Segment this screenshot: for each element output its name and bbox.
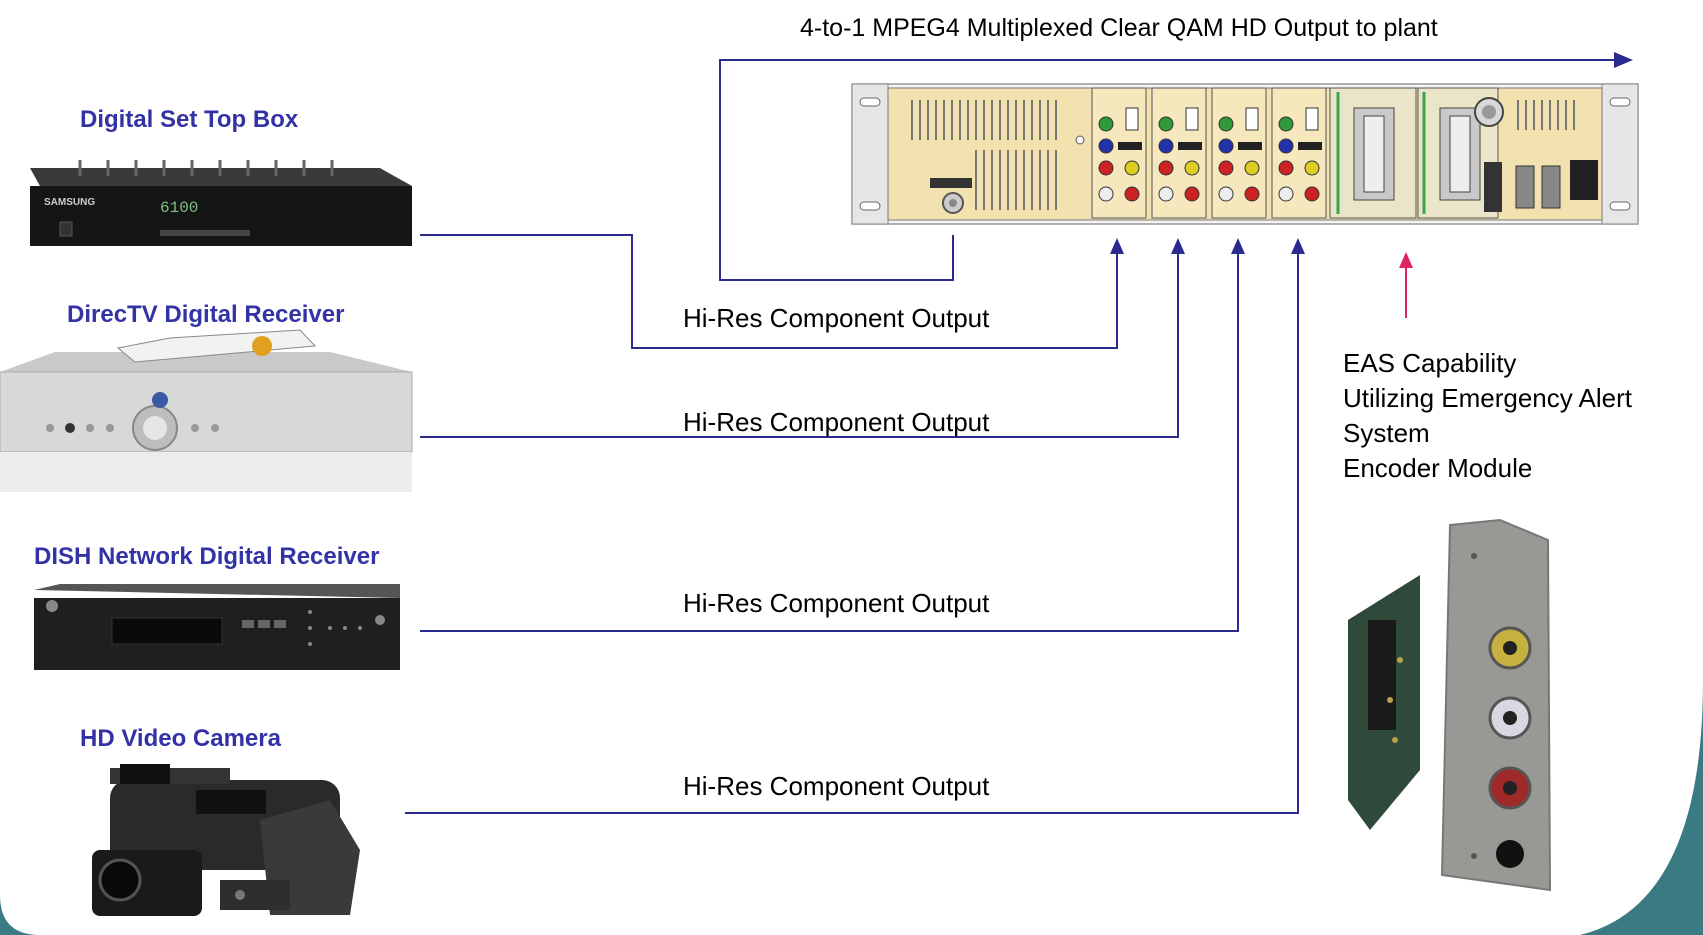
connection-label-2: Hi-Res Component Output bbox=[683, 407, 990, 437]
eas-line-2: Utilizing Emergency Alert bbox=[1343, 383, 1632, 413]
device-title-camera: HD Video Camera bbox=[80, 725, 281, 752]
eas-description: EAS Capability Utilizing Emergency Alert… bbox=[1343, 346, 1703, 486]
input-module-3 bbox=[1211, 87, 1267, 219]
input-module-1 bbox=[1091, 87, 1147, 219]
device-title-directv: DirecTV Digital Receiver bbox=[67, 301, 345, 328]
frame-corner-bottom-left bbox=[0, 895, 40, 935]
eas-encoder-module-image bbox=[1348, 518, 1552, 892]
eas-line-1: EAS Capability bbox=[1343, 348, 1517, 378]
connection-label-1: Hi-Res Component Output bbox=[683, 303, 990, 333]
input-module-4 bbox=[1271, 87, 1327, 219]
eas-line-3: System bbox=[1343, 418, 1430, 448]
dish-receiver-image bbox=[34, 584, 400, 670]
arrowhead-3 bbox=[1231, 238, 1245, 254]
set-top-box-display: 6100 bbox=[160, 199, 198, 217]
connection-label-4: Hi-Res Component Output bbox=[683, 771, 990, 801]
frame-edge-right bbox=[1580, 680, 1703, 935]
connection-line-2 bbox=[420, 245, 1179, 438]
connection-line-1 bbox=[420, 234, 1118, 349]
connection-lines bbox=[405, 59, 1620, 814]
connection-label-3: Hi-Res Component Output bbox=[683, 588, 990, 618]
device-title-dish: DISH Network Digital Receiver bbox=[34, 543, 380, 570]
hd-camera-image bbox=[92, 764, 360, 916]
connection-line-4 bbox=[405, 245, 1299, 814]
top-output-label: 4-to-1 MPEG4 Multiplexed Clear QAM HD Ou… bbox=[800, 14, 1438, 42]
output-line bbox=[719, 59, 1620, 281]
input-module-2 bbox=[1151, 87, 1207, 219]
set-top-box-brand: SAMSUNG bbox=[44, 197, 95, 208]
output-arrowhead bbox=[1614, 52, 1633, 68]
arrowhead-2 bbox=[1171, 238, 1185, 254]
device-title-set-top-box: Digital Set Top Box bbox=[80, 106, 299, 133]
eas-arrow bbox=[1399, 252, 1413, 318]
arrowhead-1 bbox=[1110, 238, 1124, 254]
connection-line-3 bbox=[420, 245, 1239, 632]
arrowhead-4 bbox=[1291, 238, 1305, 254]
set-top-box-image: SAMSUNG 6100 bbox=[30, 160, 412, 246]
eas-module-slots bbox=[1329, 87, 1499, 219]
power-section bbox=[1474, 97, 1598, 212]
eas-line-4: Encoder Module bbox=[1343, 453, 1533, 483]
directv-receiver-image bbox=[0, 329, 413, 492]
arrowheads bbox=[1110, 52, 1633, 254]
encoder-chassis bbox=[851, 83, 1639, 225]
